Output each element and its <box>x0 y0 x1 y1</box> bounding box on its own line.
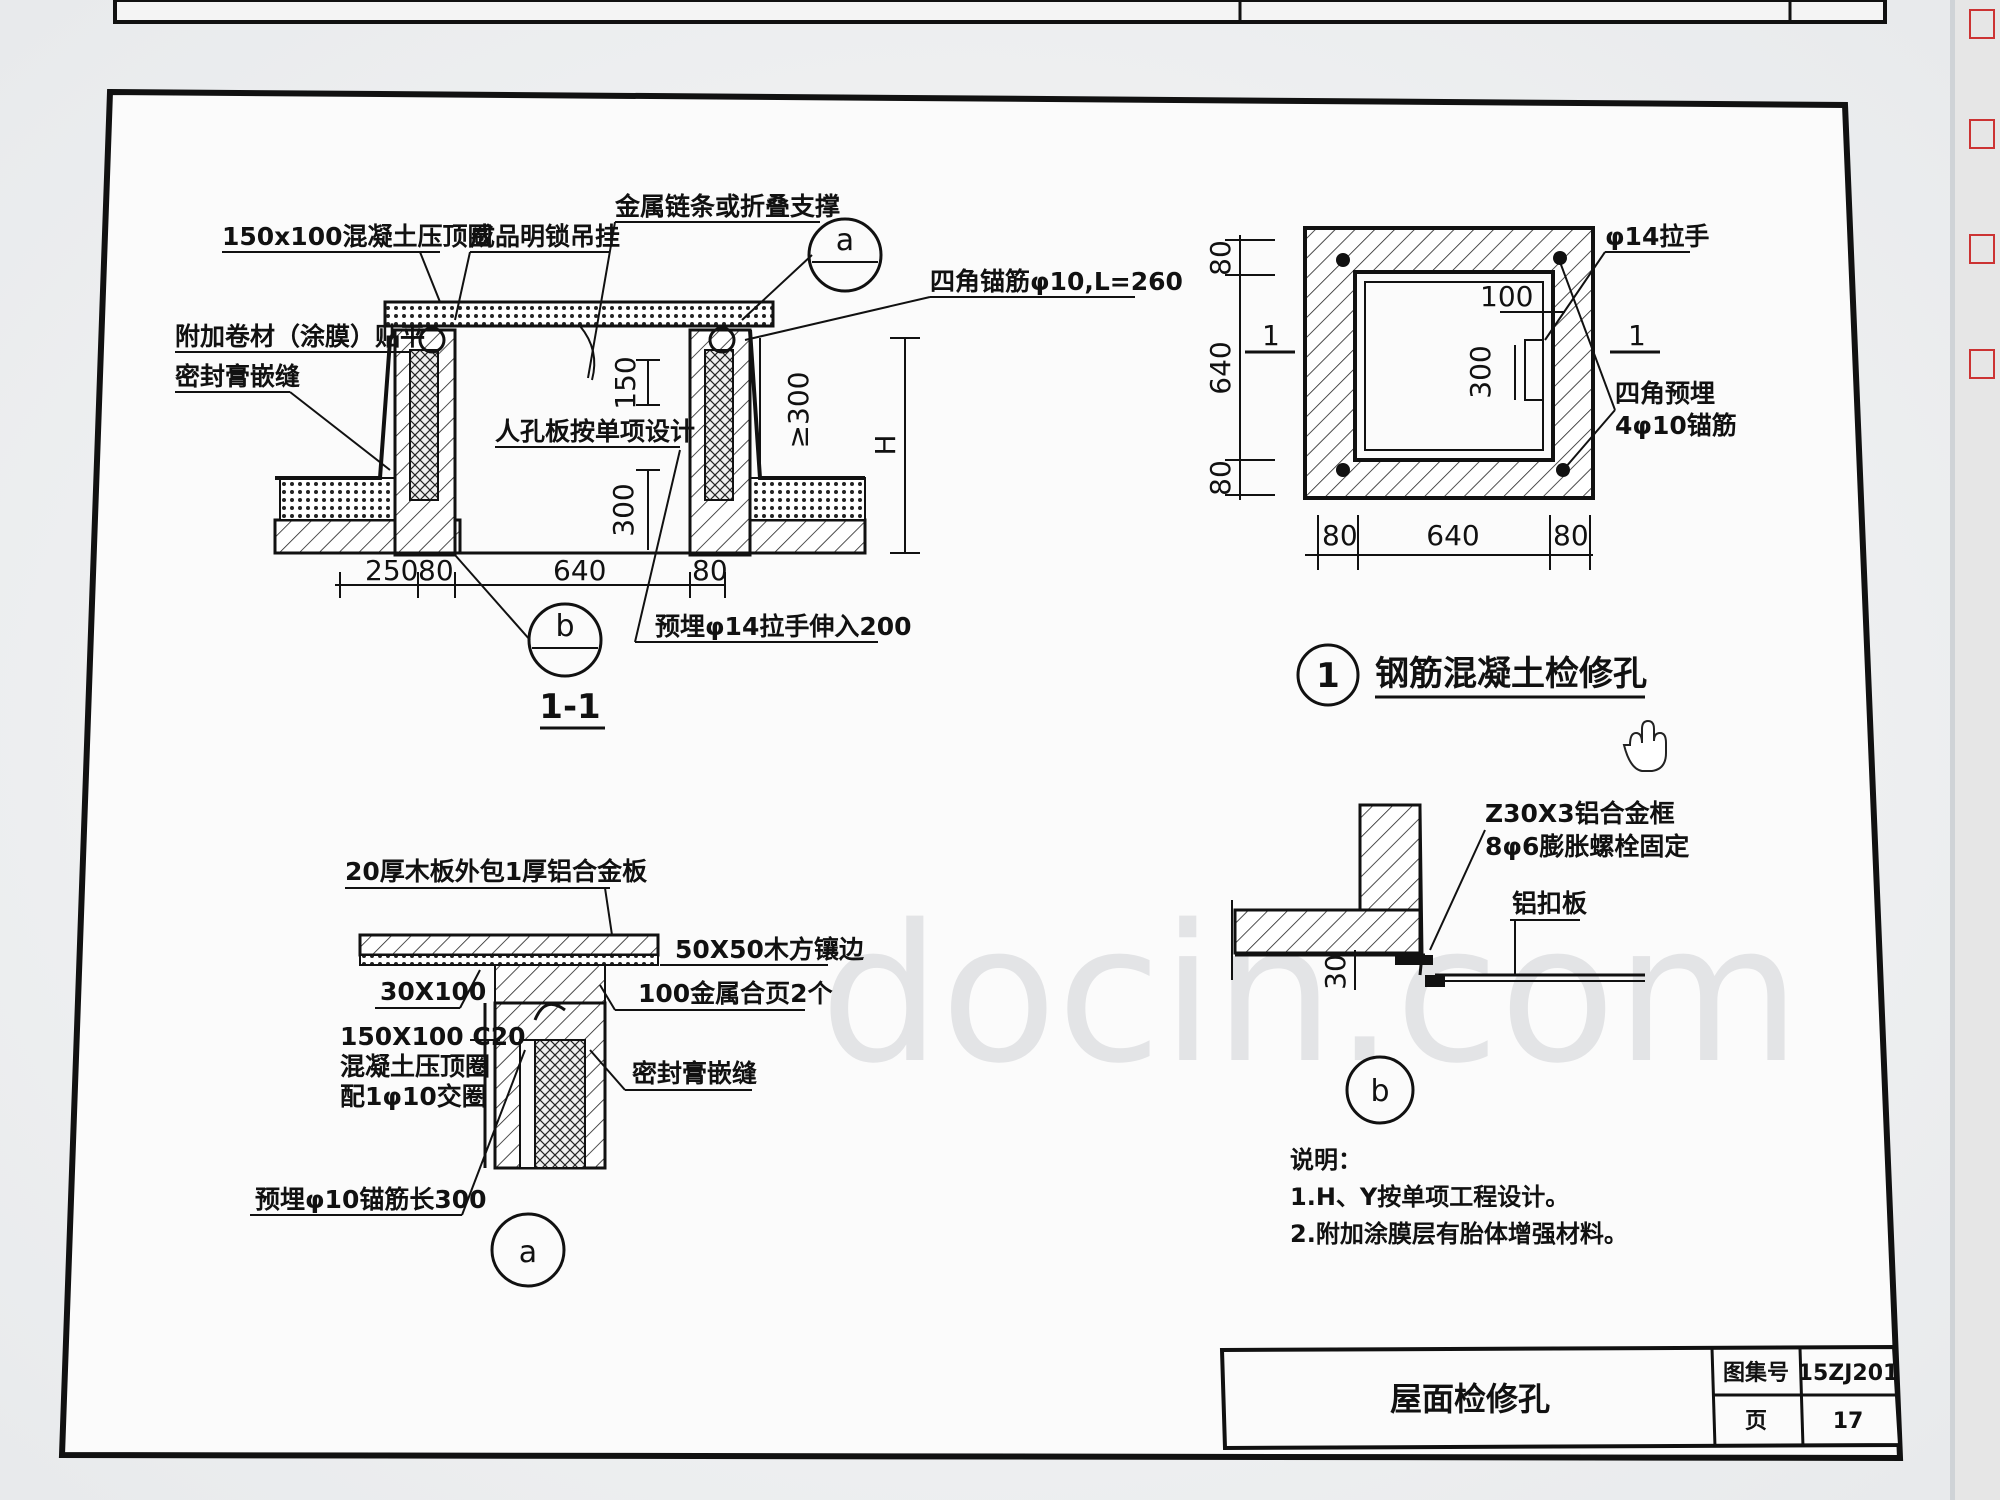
label-anchor-rebar: 4φ10锚筋 <box>1615 411 1737 440</box>
dim-80-right: 80 <box>692 554 728 587</box>
side-toolbar <box>1955 0 2000 1500</box>
label-plate: 铝扣板 <box>1512 889 1587 918</box>
page-value: 17 <box>1833 1409 1864 1434</box>
label-board: 20厚木板外包1厚铝合金板 <box>345 857 647 886</box>
dim-80-left: 80 <box>418 554 454 587</box>
callout-a-circle <box>807 217 883 293</box>
label-chain: 金属链条或折叠支撑 <box>614 192 840 221</box>
dim-h80-right: 80 <box>1553 519 1589 552</box>
label-coping: 150x100混凝土压顶圈 <box>222 222 493 251</box>
hand-cursor-icon <box>1622 719 1667 772</box>
callout-b-symbol: b <box>555 609 574 644</box>
pdf-icon[interactable] <box>1969 349 1995 379</box>
dim-h80-left: 80 <box>1322 519 1358 552</box>
label-coping-1: 150X100 C20 <box>340 1022 526 1051</box>
dim-30: 30 <box>1319 954 1352 990</box>
dim-300-plan: 300 <box>1464 345 1497 398</box>
label-anchor-a: 预埋φ10锚筋长300 <box>255 1185 487 1214</box>
label-hinge: 100金属合页2个 <box>638 979 834 1008</box>
dim-250: 250 <box>365 554 418 587</box>
detail-b-symbol: b <box>1370 1074 1389 1109</box>
atlas-label: 图集号 <box>1723 1360 1789 1386</box>
dim-h640: 640 <box>1426 519 1479 552</box>
atlas-value: 15ZJ201 <box>1798 1361 1899 1386</box>
label-coping-2: 混凝土压顶圈 <box>340 1052 490 1081</box>
pdf-icon[interactable] <box>1969 119 1995 149</box>
label-anchor-title: 四角预埋 <box>1615 379 1715 408</box>
detail-b: 30 Z30X3铝合金框 8φ6膨胀螺栓固定 铝扣板 b <box>1231 799 1689 1125</box>
label-anchor: 四角锚筋φ10,L=260 <box>930 267 1183 296</box>
section-1-1: H ≥300 150 300 250 80 640 80 150x100混凝土压… <box>175 192 1183 730</box>
plan-number: 1 <box>1316 656 1340 696</box>
cut-right: 1 <box>1628 319 1646 352</box>
cut-left: 1 <box>1262 319 1280 352</box>
label-plan-handle: φ14拉手 <box>1605 222 1709 251</box>
label-size: 30X100 <box>380 977 486 1006</box>
detail-a-symbol: a <box>519 1235 537 1270</box>
detail-a: 20厚木板外包1厚铝合金板 50X50木方镶边 30X100 100金属合页2个… <box>250 857 865 1288</box>
callout-a-symbol: a <box>836 223 854 258</box>
dim-100: 100 <box>1480 280 1533 313</box>
label-lock: 成品明锁吊挂 <box>470 222 620 251</box>
label-bolt: 8φ6膨胀螺栓固定 <box>1485 832 1689 861</box>
dim-v80-top: 80 <box>1204 240 1237 276</box>
dim-300: 300 <box>607 483 640 536</box>
label-sealant-a: 密封膏嵌缝 <box>632 1059 757 1088</box>
note-1: 1.H、Y按单项工程设计。 <box>1290 1183 1569 1211</box>
label-timber: 50X50木方镶边 <box>675 935 865 964</box>
drawing-title: 屋面检修孔 <box>1390 1380 1550 1418</box>
pdf-icon[interactable] <box>1969 234 1995 264</box>
detail-b-circle <box>1345 1055 1415 1125</box>
plan-number-circle <box>1296 643 1360 707</box>
dim-v640: 640 <box>1204 341 1237 394</box>
label-coping-3: 配1φ10交圈 <box>340 1082 487 1111</box>
label-sealant: 密封膏嵌缝 <box>175 362 300 391</box>
note-2: 2.附加涂膜层有胎体增强材料。 <box>1290 1220 1628 1248</box>
dim-H: H <box>869 434 902 455</box>
detail-a-circle <box>490 1212 566 1288</box>
label-frame: Z30X3铝合金框 <box>1485 799 1675 828</box>
pdf-icon[interactable] <box>1969 9 1995 39</box>
label-membrane: 附加卷材（涂膜）贴平 <box>175 322 425 351</box>
page-label: 页 <box>1745 1409 1767 1434</box>
dim-300-up: ≥300 <box>782 372 815 449</box>
notes-heading: 说明： <box>1290 1146 1362 1174</box>
notes: 说明： 1.H、Y按单项工程设计。 2.附加涂膜层有胎体增强材料。 <box>1290 1146 1628 1248</box>
plan-title: 钢筋混凝土检修孔 <box>1375 654 1647 694</box>
plan-1: 100 300 80 640 80 1 1 80 640 80 φ14拉手 四角… <box>1204 222 1737 707</box>
dim-150: 150 <box>609 356 642 409</box>
section-title: 1-1 <box>539 687 600 727</box>
dim-640: 640 <box>553 554 606 587</box>
dim-v80-bot: 80 <box>1204 460 1237 496</box>
title-block: 屋面检修孔 图集号 15ZJ201 页 17 <box>1219 1344 1903 1451</box>
label-manhole: 人孔板按单项设计 <box>495 417 695 446</box>
previous-page-strip <box>113 0 1887 24</box>
label-handle: 预埋φ14拉手伸入200 <box>655 612 912 641</box>
